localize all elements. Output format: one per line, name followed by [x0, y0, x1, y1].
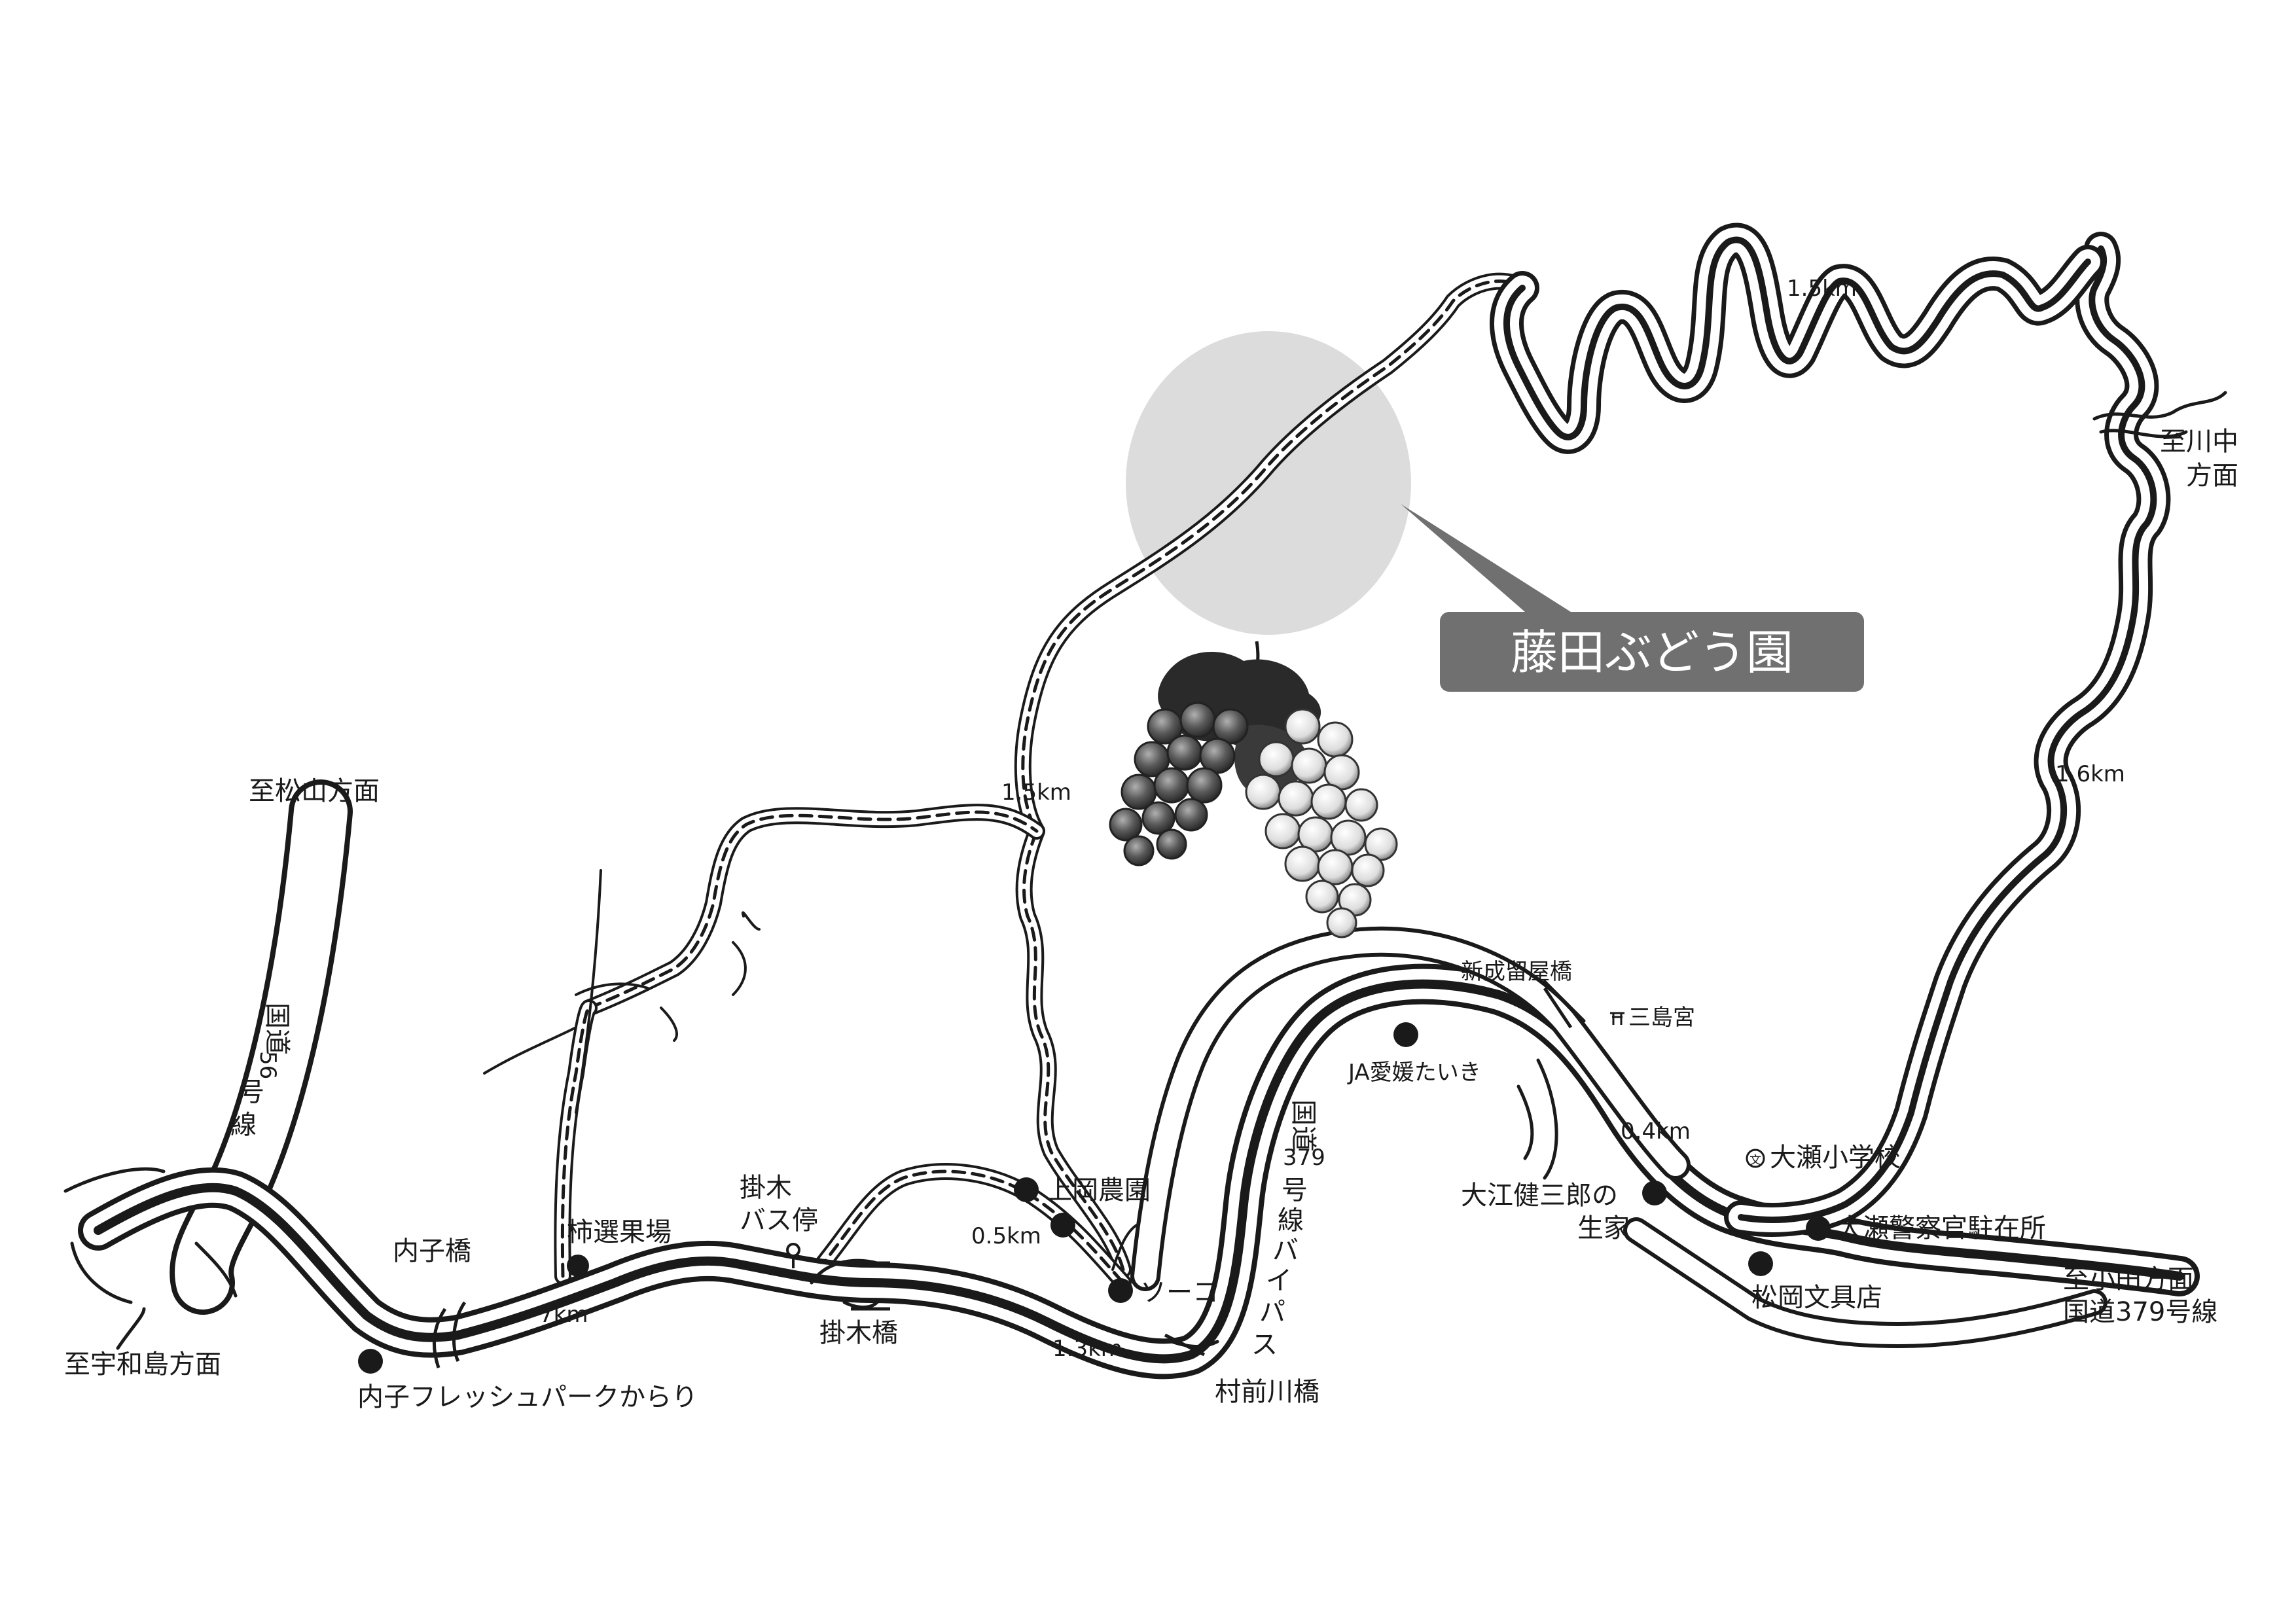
label-kawauchi-1: 至川中: [2160, 427, 2238, 457]
label-kakegi-bus-2: バス停: [740, 1205, 818, 1236]
label-kawauchi-2: 方面: [2186, 461, 2238, 491]
label-uwajima: 至宇和島方面: [64, 1349, 221, 1380]
ja-marker: [1393, 1022, 1418, 1047]
kaki-marker: [567, 1255, 589, 1277]
label-mishima: 三島宮: [1628, 1005, 1695, 1031]
distance-1-5km-mid: 1.5km: [1001, 779, 1071, 806]
bridge-marks: [432, 987, 1573, 1368]
distance-0-5km: 0.5km: [971, 1223, 1041, 1249]
label-muramaegawa: 村前川橋: [1215, 1377, 1319, 1407]
minor-lines: [483, 869, 1140, 1271]
distance-0-4km: 0.4km: [1621, 1118, 1691, 1145]
label-kaki: 柿選果場: [567, 1217, 672, 1247]
callout-label: 藤田ぶどう園: [1511, 625, 1793, 680]
soko-marker: [1108, 1278, 1133, 1303]
label-route379-2: 379: [1283, 1145, 1325, 1171]
label-route379-5: バ: [1272, 1236, 1299, 1266]
label-oe-1: 大江健三郎の: [1461, 1181, 1618, 1211]
label-oe-2: 生家: [1577, 1213, 1630, 1243]
label-matsuyama: 至松山方面: [249, 776, 380, 806]
label-route56-1: 国道: [262, 1003, 292, 1055]
label-uchiko-bridge: 内子橋: [393, 1236, 471, 1266]
shrine-icon: [1610, 1012, 1624, 1025]
label-route379-3: 号: [1282, 1175, 1308, 1205]
distance-1-3km: 1.3km: [1052, 1336, 1122, 1362]
distance-7km: 7km: [539, 1302, 588, 1328]
grape-illustration: [1109, 641, 1398, 938]
destination-callout[interactable]: 藤田ぶどう園: [1401, 504, 1864, 692]
labels: 至松山方面 至宇和島方面 至川中 方面 至小田方面 国道379号線 国道 56 …: [64, 276, 2238, 1412]
label-route56-4: 線: [230, 1110, 257, 1140]
label-route379-6: イ: [1266, 1266, 1292, 1296]
main-roads: [78, 223, 2200, 1380]
svg-text:文: 文: [1749, 1154, 1761, 1168]
police-marker: [1806, 1216, 1831, 1241]
karari-marker: [358, 1349, 383, 1374]
matsuoka-marker: [1748, 1251, 1773, 1276]
distance-1-6km: 1.6km: [2055, 761, 2125, 787]
label-ose-police: 大瀬警察官駐在所: [1837, 1213, 2046, 1243]
distance-1-5km-top: 1.5km: [1787, 276, 1857, 302]
oe-marker: [1642, 1181, 1667, 1205]
kamioka-marker: [1014, 1177, 1039, 1202]
poi-markers: [358, 1022, 1831, 1374]
label-route379-8: ス: [1251, 1330, 1278, 1360]
label-karari: 内子フレッシュパークからり: [357, 1382, 698, 1412]
label-shinnaruruya: 新成留屋橋: [1461, 959, 1572, 985]
label-route379-7: パ: [1259, 1297, 1285, 1327]
label-route379-4: 線: [1278, 1205, 1304, 1236]
label-ja: JA愛媛たいき: [1347, 1060, 1481, 1086]
label-matsuoka: 松岡文具店: [1751, 1283, 1882, 1313]
school-icon: 文: [1746, 1149, 1765, 1168]
farm-road-network: [554, 272, 1531, 1291]
kamioka-marker-2: [1050, 1213, 1075, 1238]
label-soko: ソーコ: [1140, 1277, 1219, 1308]
label-route56-3: 号: [238, 1077, 264, 1107]
bus-stop-icon: [786, 1243, 800, 1268]
label-kakegi-bridge: 掛木橋: [819, 1318, 898, 1348]
label-odamachi-2: 国道379号線: [2063, 1297, 2217, 1327]
label-odamachi-1: 至小田方面: [2063, 1264, 2194, 1294]
label-route56-2: 56: [255, 1051, 281, 1079]
label-kamioka: 上岡農園: [1046, 1175, 1151, 1205]
label-route379-1: 国道: [1288, 1099, 1318, 1152]
label-kakegi-bus-1: 掛木: [740, 1173, 792, 1203]
label-ose-school: 大瀬小学校: [1770, 1143, 1901, 1173]
stream-lines: [63, 391, 2227, 1350]
